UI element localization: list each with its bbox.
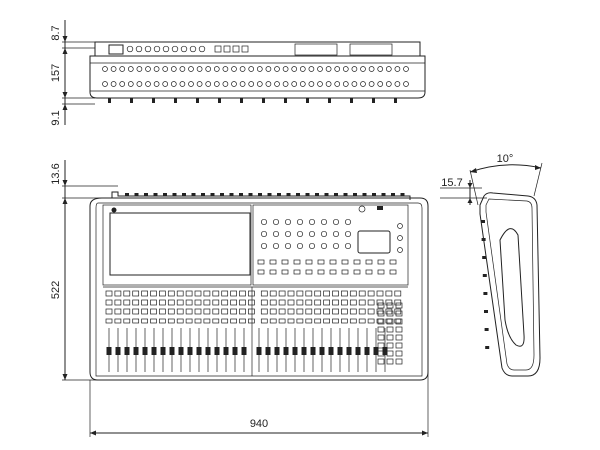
side-handle: [499, 228, 525, 347]
dim-rear-mid: 157: [50, 64, 62, 82]
rear-xlr-row: [102, 66, 409, 87]
power-inlet: [108, 44, 124, 55]
top-view: [89, 191, 429, 381]
top-body: [89, 197, 429, 381]
dim-rear-bottom: 9.1: [50, 110, 62, 125]
right-section: [252, 204, 409, 286]
dim-tilt-angle: 10°: [497, 153, 514, 165]
knob-grid: [257, 218, 403, 275]
top-dimension-horizontal: 940: [89, 372, 429, 437]
left-led: [111, 207, 117, 213]
side-knobs: [481, 220, 490, 349]
rear-feet: [108, 98, 397, 103]
side-profile: [479, 192, 541, 377]
channel-buttons: [103, 286, 408, 324]
angle-arc: [469, 164, 542, 173]
top-dimension-vertical: 13.6 522: [50, 160, 118, 381]
indicator: [377, 206, 383, 210]
top-rear-ridge: [111, 191, 411, 200]
small-display: [357, 230, 391, 254]
dim-depth: 522: [50, 281, 62, 299]
rear-dimension: 8.7 157 9.1: [50, 20, 95, 126]
dim-side-offset: 15.7: [441, 177, 462, 189]
rear-body: [89, 55, 426, 99]
side-view: 10° 15.7: [440, 153, 543, 377]
rear-connectors: [126, 43, 393, 56]
dim-rear-top: 8.7: [50, 25, 62, 40]
rear-view: [89, 41, 426, 103]
nav-buttons: [377, 302, 403, 365]
left-section: [102, 204, 252, 286]
ridge-knobs: [125, 193, 405, 196]
dim-top-offset: 13.6: [50, 163, 62, 184]
fader-bank: [106, 287, 388, 376]
usb-port: [358, 205, 366, 213]
touch-screen: [109, 212, 251, 276]
dim-width: 940: [250, 418, 268, 430]
